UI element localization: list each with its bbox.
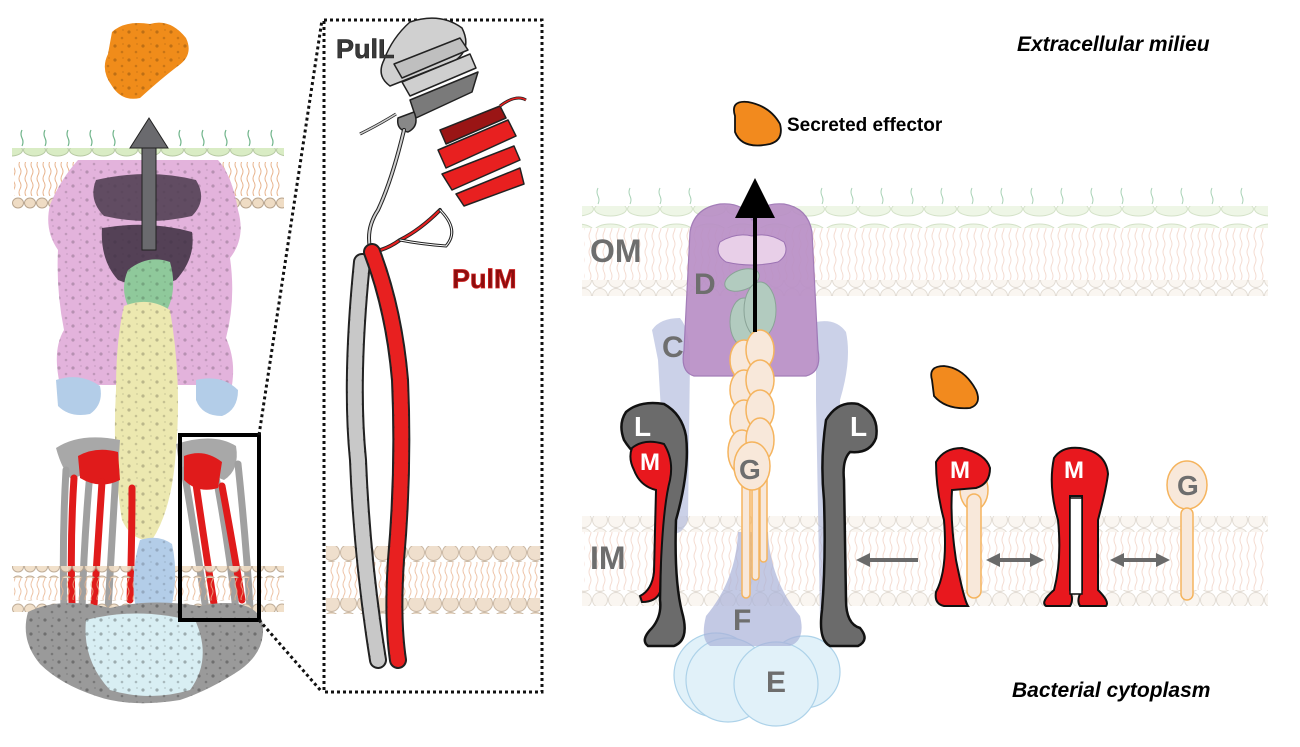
outer-membrane — [582, 187, 1268, 296]
pilot-protein-surface — [56, 377, 238, 416]
pull-periplasmic-domain — [359, 17, 479, 136]
component-g-shape — [727, 329, 775, 599]
secreted-protein-surface — [104, 22, 189, 99]
label-e: E — [766, 666, 786, 699]
extracellular-label: Extracellular milieu — [1017, 33, 1210, 56]
secretion-arrow-left — [129, 117, 169, 251]
left-panel — [12, 22, 284, 704]
m-g-complex — [934, 446, 992, 607]
cytoplasm-label: Bacterial cytoplasm — [1012, 679, 1210, 702]
pull-helix — [345, 253, 387, 669]
label-m-complex: M — [950, 457, 970, 484]
component-e-shape — [673, 632, 841, 727]
lone-g — [1166, 460, 1208, 601]
effector-free-shape — [930, 365, 979, 410]
equilibrium-arrows — [856, 553, 1170, 567]
secreted-effector-label: Secreted effector — [787, 115, 943, 136]
atpase-surface — [25, 602, 264, 704]
im-label: IM — [590, 540, 626, 576]
component-l-left — [620, 401, 689, 648]
label-l-right: L — [850, 411, 867, 442]
pulm-periplasmic-domain — [437, 96, 527, 207]
label-f: F — [733, 604, 751, 637]
linker-loops — [367, 128, 454, 254]
pseudopilus-tip-surface — [124, 259, 174, 314]
inset-connector-lines — [257, 19, 324, 693]
label-g-central: G — [739, 454, 761, 485]
pulm-label: PulM — [452, 264, 517, 294]
schematic-panel: Extracellular milieu Bacterial cytoplasm — [582, 33, 1268, 727]
component-l-right — [819, 402, 878, 648]
pull-label: PulL — [336, 34, 395, 64]
label-c: C — [662, 331, 684, 364]
m-dimer — [1043, 446, 1110, 607]
component-f-shape — [703, 532, 802, 646]
secreted-effector-shape — [733, 100, 782, 147]
pulm-helix — [363, 243, 411, 669]
label-m-left: M — [640, 449, 660, 476]
zoom-highlight-box — [178, 433, 261, 622]
label-l-left: L — [634, 411, 651, 442]
inset-panel: PulL PulM — [322, 17, 544, 694]
label-g-lone: G — [1177, 470, 1199, 501]
om-label: OM — [590, 233, 642, 269]
label-d: D — [694, 268, 716, 301]
label-m-dimer: M — [1064, 457, 1084, 484]
pseudopilus-surface — [114, 301, 178, 541]
